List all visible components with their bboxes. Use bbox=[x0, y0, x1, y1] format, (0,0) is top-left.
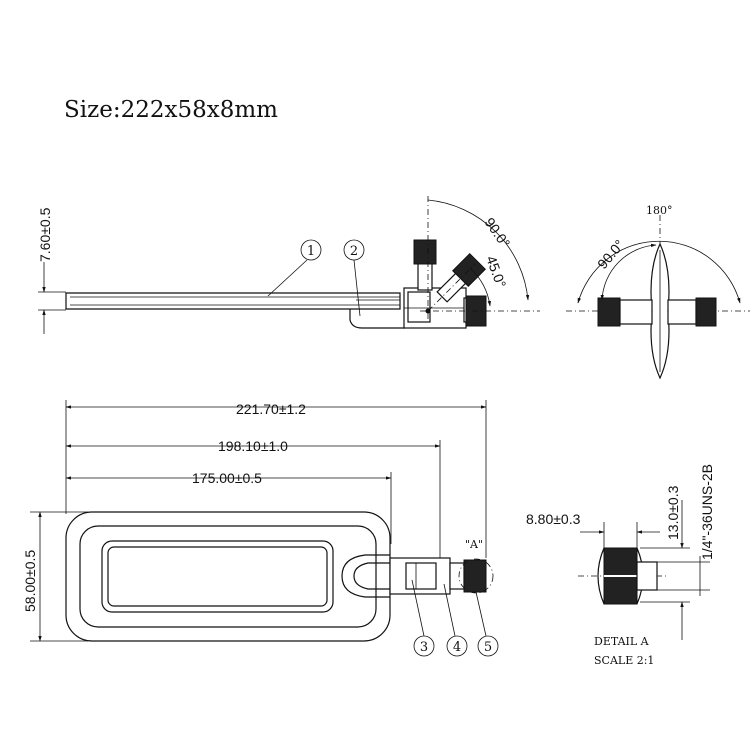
end-angle-180: 180° bbox=[646, 204, 673, 217]
dim-short-length: 175.00±0.5 bbox=[192, 470, 262, 486]
balloon-2: 2 bbox=[350, 244, 358, 259]
balloon-3: 3 bbox=[420, 640, 428, 655]
end-view: 180° 90.0° bbox=[566, 204, 750, 380]
dim-width: 58.00±0.5 bbox=[22, 550, 38, 612]
end-angle-90: 90.0° bbox=[594, 236, 627, 271]
size-title: Size:222x58x8mm bbox=[64, 97, 278, 123]
vertical-connector bbox=[413, 239, 437, 265]
detail-a: 8.80±0.3 13.0±0.3 1/4"-36UNS-2B DETAIL A… bbox=[526, 464, 715, 667]
dim-overall-length: 221.70±1.2 bbox=[236, 401, 306, 417]
balloon-1: 1 bbox=[307, 244, 315, 259]
detail-callout: "A" bbox=[465, 538, 483, 551]
detail-label: DETAIL A bbox=[594, 635, 650, 648]
side-angle-45: 45.0° bbox=[483, 254, 509, 290]
side-view: 7.60±0.5 90.0° 45.0° 1 bbox=[37, 196, 540, 334]
balloon-4: 4 bbox=[453, 640, 461, 655]
antenna-body-outline bbox=[65, 511, 391, 642]
dim-mid-length: 198.10±1.0 bbox=[218, 438, 288, 454]
detail-hex-dim: 8.80±0.3 bbox=[526, 511, 581, 527]
plan-view: 221.70±1.2 198.10±1.0 175.00±0.5 58.00±0… bbox=[22, 400, 499, 657]
balloon-5: 5 bbox=[484, 640, 492, 655]
plan-connector bbox=[463, 559, 487, 593]
side-angle-90: 90.0° bbox=[482, 215, 514, 251]
detail-thread-spec: 1/4"-36UNS-2B bbox=[699, 464, 715, 560]
detail-scale: SCALE 2:1 bbox=[594, 654, 654, 667]
detail-length-dim: 13.0±0.3 bbox=[665, 485, 681, 540]
side-height-dim: 7.60±0.5 bbox=[37, 207, 53, 262]
